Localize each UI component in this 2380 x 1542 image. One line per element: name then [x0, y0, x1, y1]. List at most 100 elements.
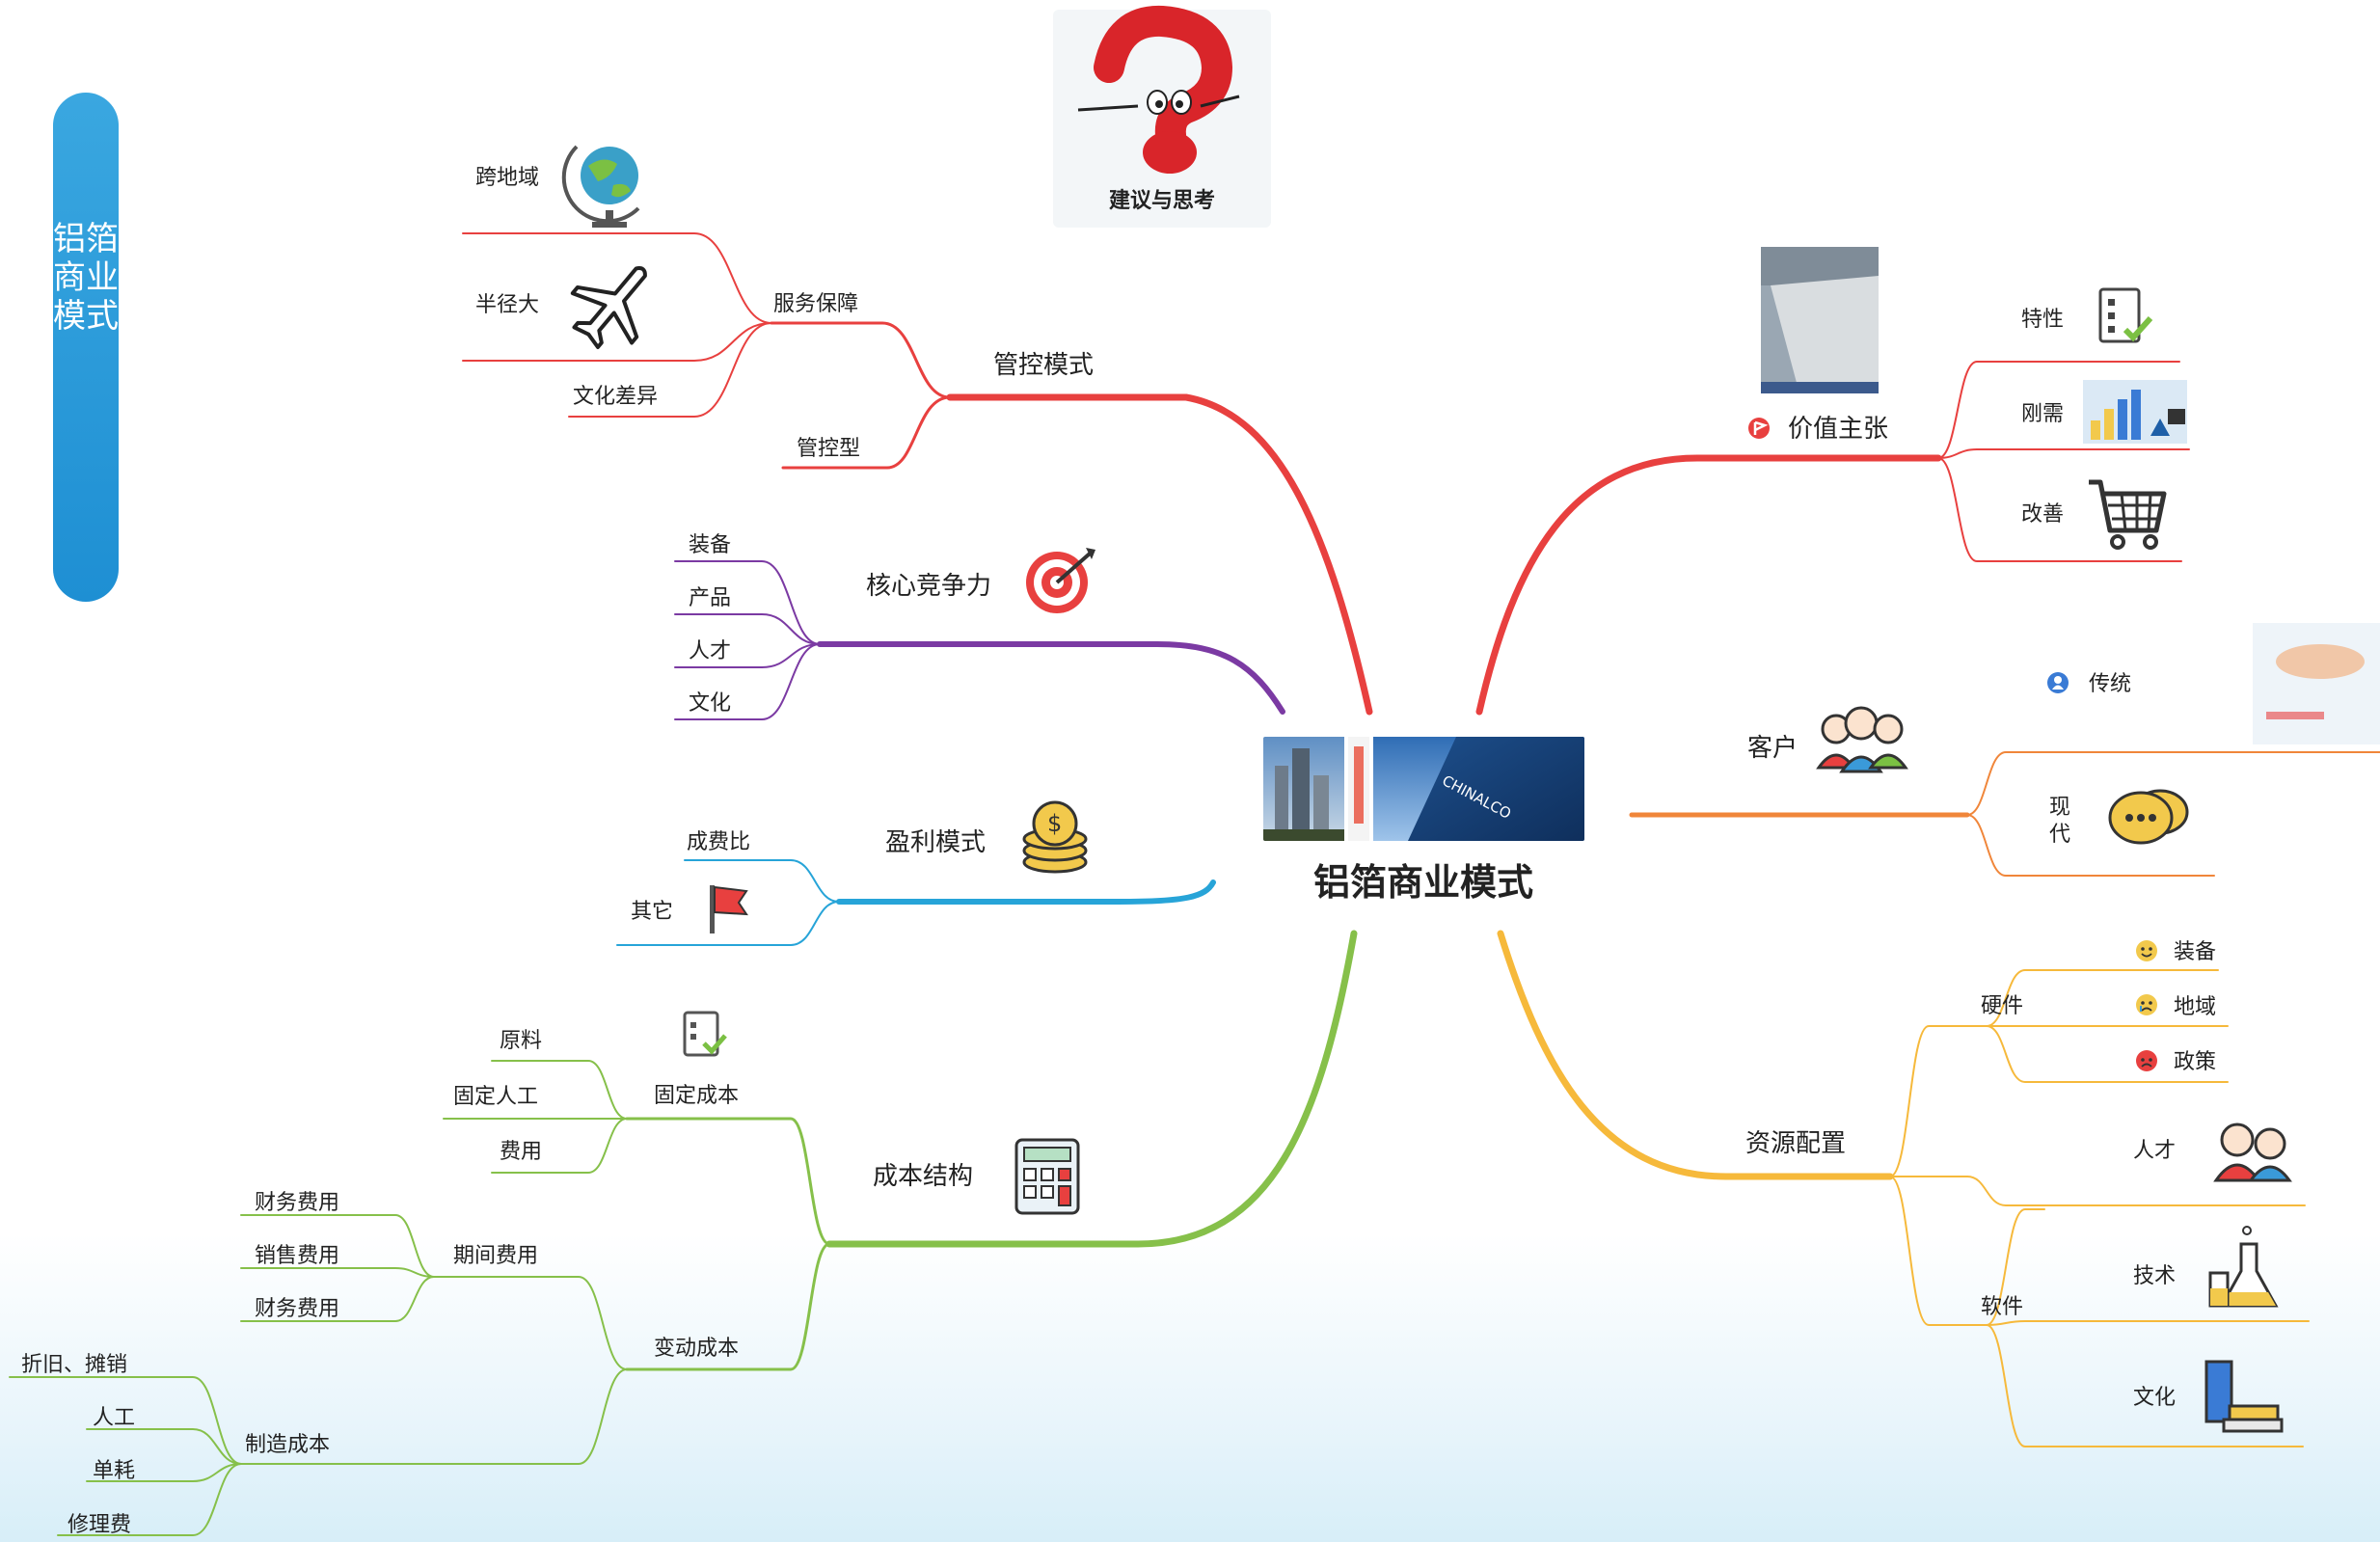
leaf-raw-material: 原料: [500, 1029, 542, 1053]
angry-icon: [2136, 1050, 2157, 1071]
connector-line: [491, 1118, 628, 1174]
resource-trunk: [1497, 930, 1894, 1180]
node-software: 软件: [1981, 1295, 2023, 1319]
connector-line: [1966, 751, 2380, 816]
books-icon: [2204, 1360, 2284, 1433]
smile-icon: [2136, 940, 2157, 961]
coins-icon: $: [1022, 800, 1088, 874]
leaf-cost-fee-ratio: 成费比: [687, 830, 750, 854]
leaf-cross-region: 跨地域: [475, 166, 539, 190]
branch-customer: 客户: [1747, 734, 1798, 763]
connector-line: [240, 1368, 628, 1465]
connector-line: [770, 321, 952, 399]
flag-badge-icon: [1748, 418, 1770, 439]
leaf-fixed-labor: 固定人工: [453, 1085, 538, 1109]
svg-text:$: $: [1047, 810, 1062, 837]
leaf-unit-consumption: 单耗: [93, 1459, 135, 1483]
connector-line: [568, 322, 772, 418]
leaf-sales-expense: 销售费用: [255, 1244, 339, 1268]
connector-line: [86, 1428, 242, 1465]
node-variable-cost: 变动成本: [654, 1337, 739, 1361]
connector-line: [1937, 361, 2180, 459]
globe-icon: [561, 145, 640, 228]
handshake-photo: [2253, 623, 2380, 744]
side-title-banner: 铝箔商业模式: [53, 93, 119, 602]
leaf-culture: 文化: [689, 691, 731, 716]
branch-resource-allocation: 资源配置: [1745, 1129, 1846, 1158]
leaf-labor: 人工: [93, 1406, 135, 1430]
leaf-policy: 政策: [2174, 1050, 2216, 1074]
management-trunk: [946, 393, 1373, 716]
leaf-fees: 费用: [500, 1140, 542, 1164]
target-icon: [1026, 548, 1095, 613]
node-period-expense: 期间费用: [453, 1244, 538, 1268]
person-badge-icon: [2047, 672, 2069, 693]
leaf-culture-difference: 文化差异: [573, 385, 658, 409]
leaf-wide-radius: 半径大: [475, 293, 539, 317]
connector-line: [57, 1463, 242, 1536]
think-card-caption: 建议与思考: [1109, 189, 1215, 213]
branch-value-proposition: 价值主张: [1788, 415, 1888, 444]
connector-line: [781, 395, 952, 470]
connector-line: [1937, 448, 2190, 459]
leaf-finance-expense: 财务费用: [255, 1191, 339, 1215]
cry-icon: [2136, 994, 2157, 1015]
leaf-other: 其它: [631, 900, 673, 924]
connector-line: [684, 859, 840, 903]
connector-line: [9, 1376, 242, 1465]
connector-line: [1986, 1320, 2310, 1326]
connector-line: [1889, 1176, 1988, 1326]
connector-line: [1986, 1324, 2304, 1447]
connector-line: [1986, 1025, 2229, 1083]
connector-line: [674, 613, 821, 645]
branch-cost-structure: 成本结构: [873, 1162, 973, 1191]
leaf-product: 产品: [689, 586, 731, 610]
question-mark-character-icon: [1077, 5, 1240, 174]
core-trunk: [817, 641, 1285, 715]
connector-line: [1889, 1025, 1988, 1177]
business-icon: [2083, 380, 2187, 444]
branch-profit-model: 盈利模式: [885, 828, 986, 857]
leaf-modern: 现代: [2049, 796, 2070, 847]
connector-line: [240, 1214, 435, 1278]
connector-line: [240, 1267, 435, 1278]
connector-line: [86, 1463, 242, 1482]
label-layer: 铝箔商业模式建议与思考管控模式服务保障管控型跨地域半径大文化差异核心竞争力装备产…: [21, 166, 2216, 1537]
leaf-equipment: 装备: [689, 533, 731, 557]
leaf-culture-right: 文化: [2133, 1386, 2176, 1410]
connector-line: [674, 643, 821, 668]
node-manufacturing-cost: 制造成本: [245, 1433, 330, 1457]
connector-line: [462, 232, 772, 324]
leaf-traditional: 传统: [2089, 672, 2131, 696]
connector-line: [240, 1276, 435, 1322]
center-photo: CHINALCO: [1263, 737, 1584, 841]
flask-icon: [2208, 1226, 2279, 1308]
connector-line: [1966, 814, 2215, 877]
node-hardware: 硬件: [1981, 994, 2023, 1018]
leaf-repair-fee: 修理费: [68, 1513, 131, 1537]
connector-line: [462, 322, 772, 362]
chat-bubbles-icon: [2108, 789, 2189, 845]
side-title-text: 铝箔商业模式: [53, 220, 119, 336]
leaf-talent-right: 人才: [2133, 1139, 2176, 1163]
calculator-icon: [1014, 1138, 1080, 1215]
leaf-equipment-hw: 装备: [2174, 940, 2216, 964]
leaf-finance-expense-2: 财务费用: [255, 1297, 339, 1321]
checklist-icon: [2098, 287, 2153, 343]
node-control-type: 管控型: [797, 437, 860, 461]
connector-line: [1986, 1208, 2045, 1326]
leaf-depreciation: 折旧、摊销: [21, 1353, 127, 1377]
node-service-guarantee: 服务保障: [773, 292, 858, 316]
connector-line: [625, 1242, 831, 1371]
connector-line: [1937, 457, 2182, 562]
connector-line: [674, 560, 821, 645]
center-topic: 铝箔商业模式: [1313, 861, 1533, 904]
connector-line: [1966, 1176, 2306, 1206]
connector-line: [625, 1117, 831, 1246]
people-icon: [2213, 1123, 2292, 1182]
node-fixed-cost: 固定成本: [654, 1084, 739, 1108]
value-trunk: [1475, 454, 1942, 716]
connector-line: [616, 901, 840, 946]
leaf-improvement: 改善: [2021, 502, 2064, 527]
